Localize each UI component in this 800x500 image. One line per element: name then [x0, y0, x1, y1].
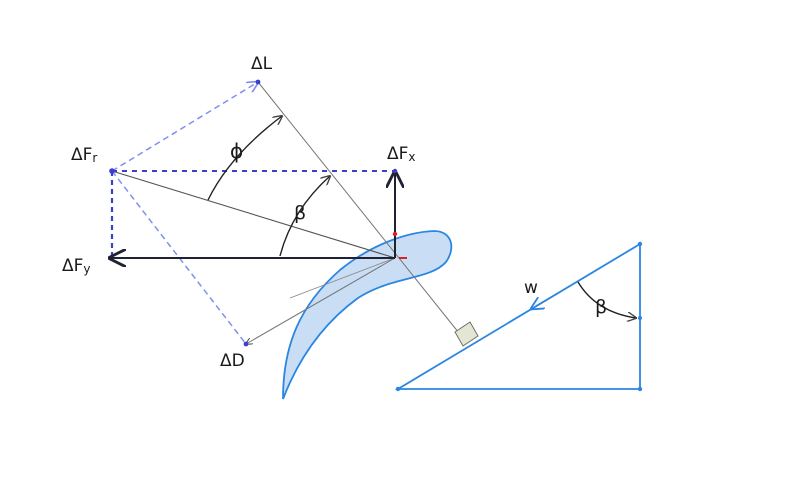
dashed-fr-to-drag: [111, 170, 247, 345]
origin-red-dot: [392, 231, 398, 237]
fr-point: [109, 168, 115, 174]
beta-triangle-arc: [577, 281, 636, 318]
drag-point: [243, 341, 249, 347]
triangle-vertex-mid: [638, 316, 642, 320]
velocity-w-arrow: [536, 291, 561, 306]
triangle-vertex-bottom-right: [637, 386, 643, 392]
force-arrows: [109, 79, 398, 347]
label-beta-main: β: [294, 202, 306, 224]
lift-axis-line: [257, 81, 468, 344]
label-phi: ϕ: [230, 139, 243, 163]
chord-line: [289, 257, 396, 299]
velocity-triangle: [394, 241, 643, 392]
label-resultant-main: ΔF: [71, 145, 92, 165]
drag-line: [246, 257, 396, 344]
resultant-line: [111, 170, 396, 259]
airfoil-shape: [282, 230, 453, 400]
phi-arc: [207, 116, 282, 201]
label-resultant-sub: r: [92, 151, 97, 165]
label-force-y-main: ΔF: [62, 256, 83, 276]
reference-lines: [111, 81, 479, 347]
angle-arcs: [207, 116, 330, 257]
beta-arc: [279, 176, 330, 257]
label-force-y: ΔFy: [62, 256, 91, 276]
fx-point: [392, 168, 398, 174]
label-force-x: ΔFx: [387, 144, 416, 164]
triangle-vertex-top: [637, 241, 643, 247]
label-velocity-w: w: [524, 278, 538, 298]
label-beta-triangle: β: [595, 296, 607, 318]
right-angle-marker: [454, 321, 479, 347]
label-drag: ΔD: [220, 351, 245, 371]
label-force-y-sub: y: [83, 262, 90, 276]
label-lift: ΔL: [251, 54, 273, 74]
triangle-vertex-bottom-left: [395, 386, 401, 392]
label-force-x-main: ΔF: [387, 144, 408, 164]
label-resultant: ΔFr: [71, 145, 97, 165]
origin-markers: [392, 231, 407, 259]
dashed-fr-to-lift: [111, 82, 258, 172]
lift-point: [255, 79, 261, 85]
dashed-construction: [110, 82, 395, 345]
label-force-x-sub: x: [408, 150, 415, 164]
